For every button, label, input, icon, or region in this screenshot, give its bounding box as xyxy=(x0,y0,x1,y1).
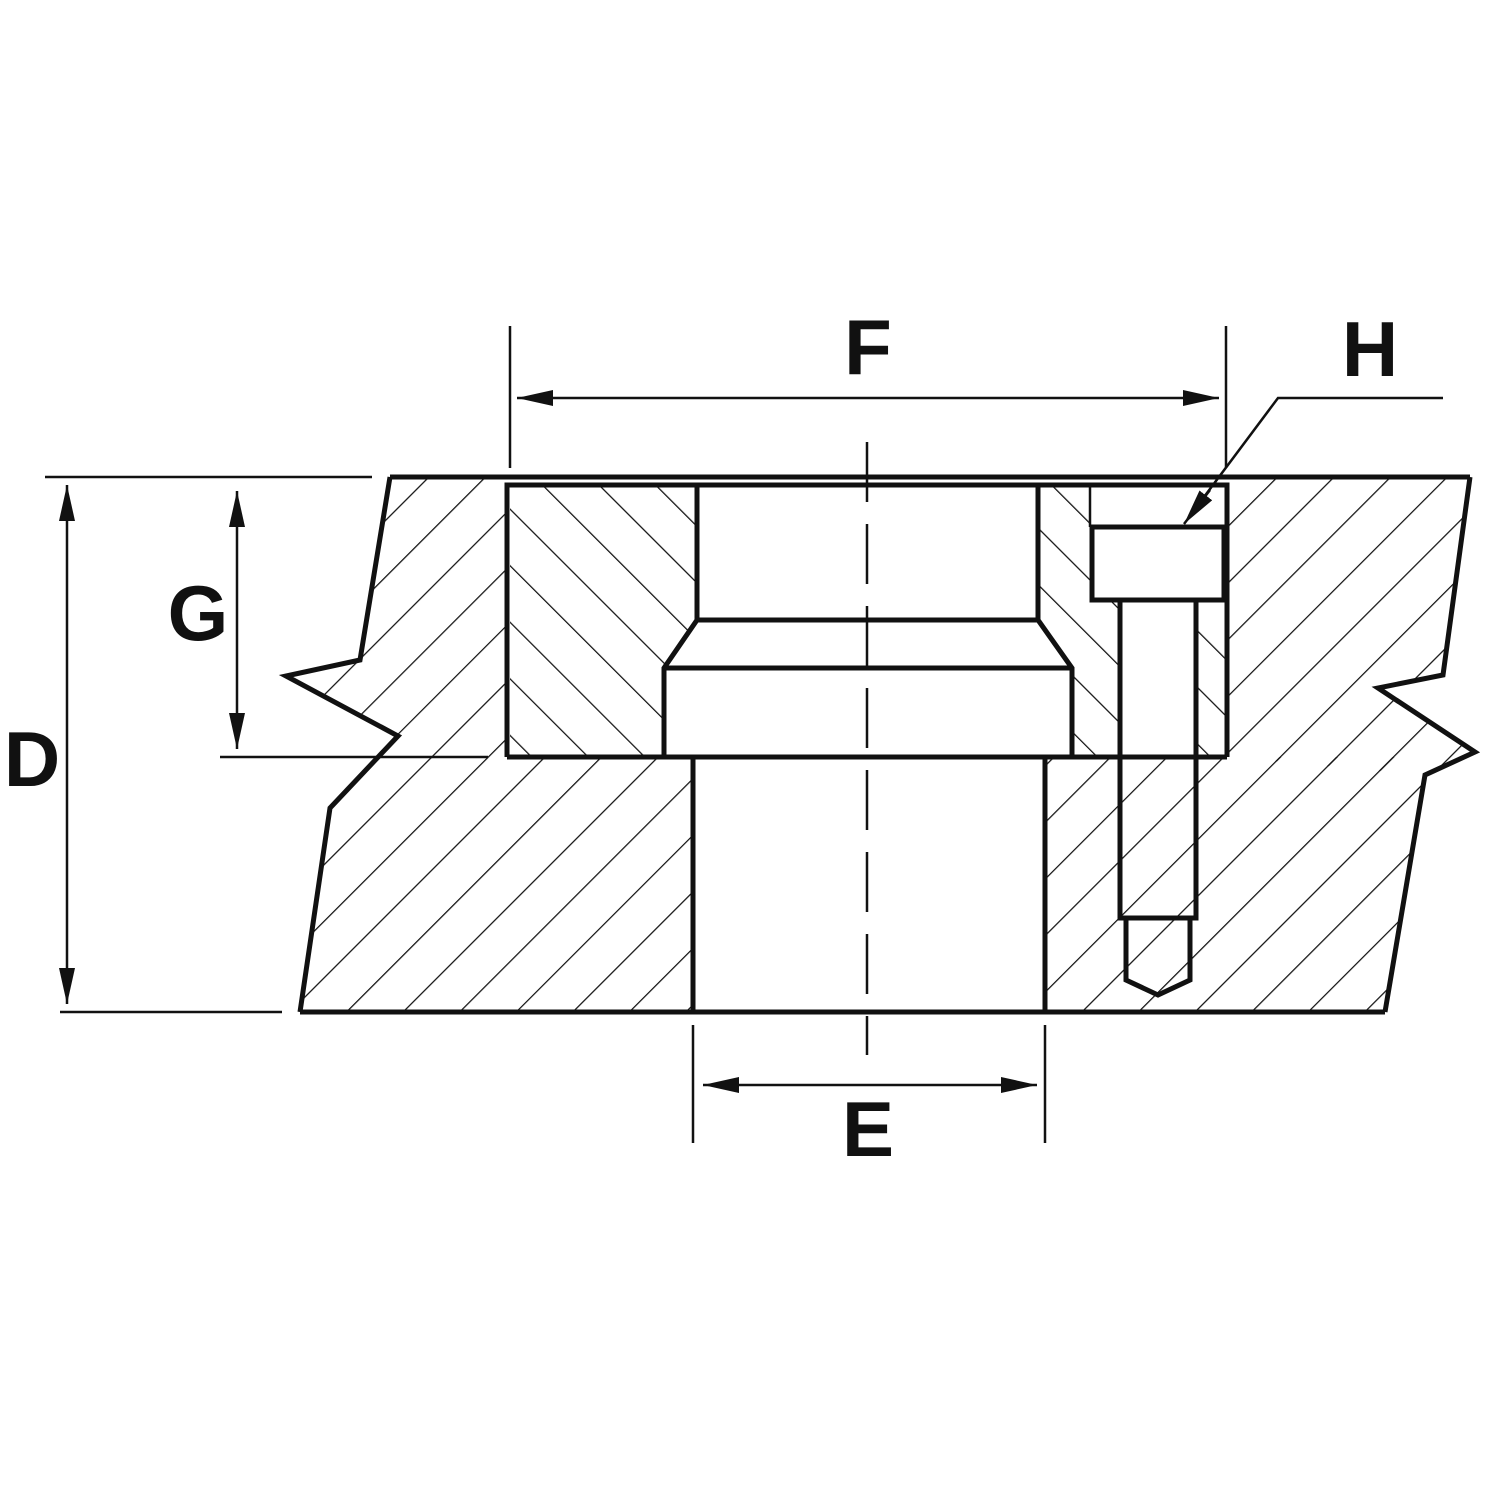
dimension-f: F xyxy=(508,303,1228,468)
lock-screw xyxy=(1088,485,1227,998)
label-g: G xyxy=(168,569,229,657)
dimension-h: H xyxy=(1183,305,1443,525)
label-d: D xyxy=(4,715,60,803)
label-e: E xyxy=(842,1085,894,1173)
dimension-e: E xyxy=(691,1025,1047,1173)
label-f: F xyxy=(844,303,892,391)
dimension-d: D xyxy=(4,475,372,1014)
housing-outline xyxy=(278,474,1481,1015)
label-h: H xyxy=(1342,305,1398,393)
dimension-g: G xyxy=(168,491,488,759)
